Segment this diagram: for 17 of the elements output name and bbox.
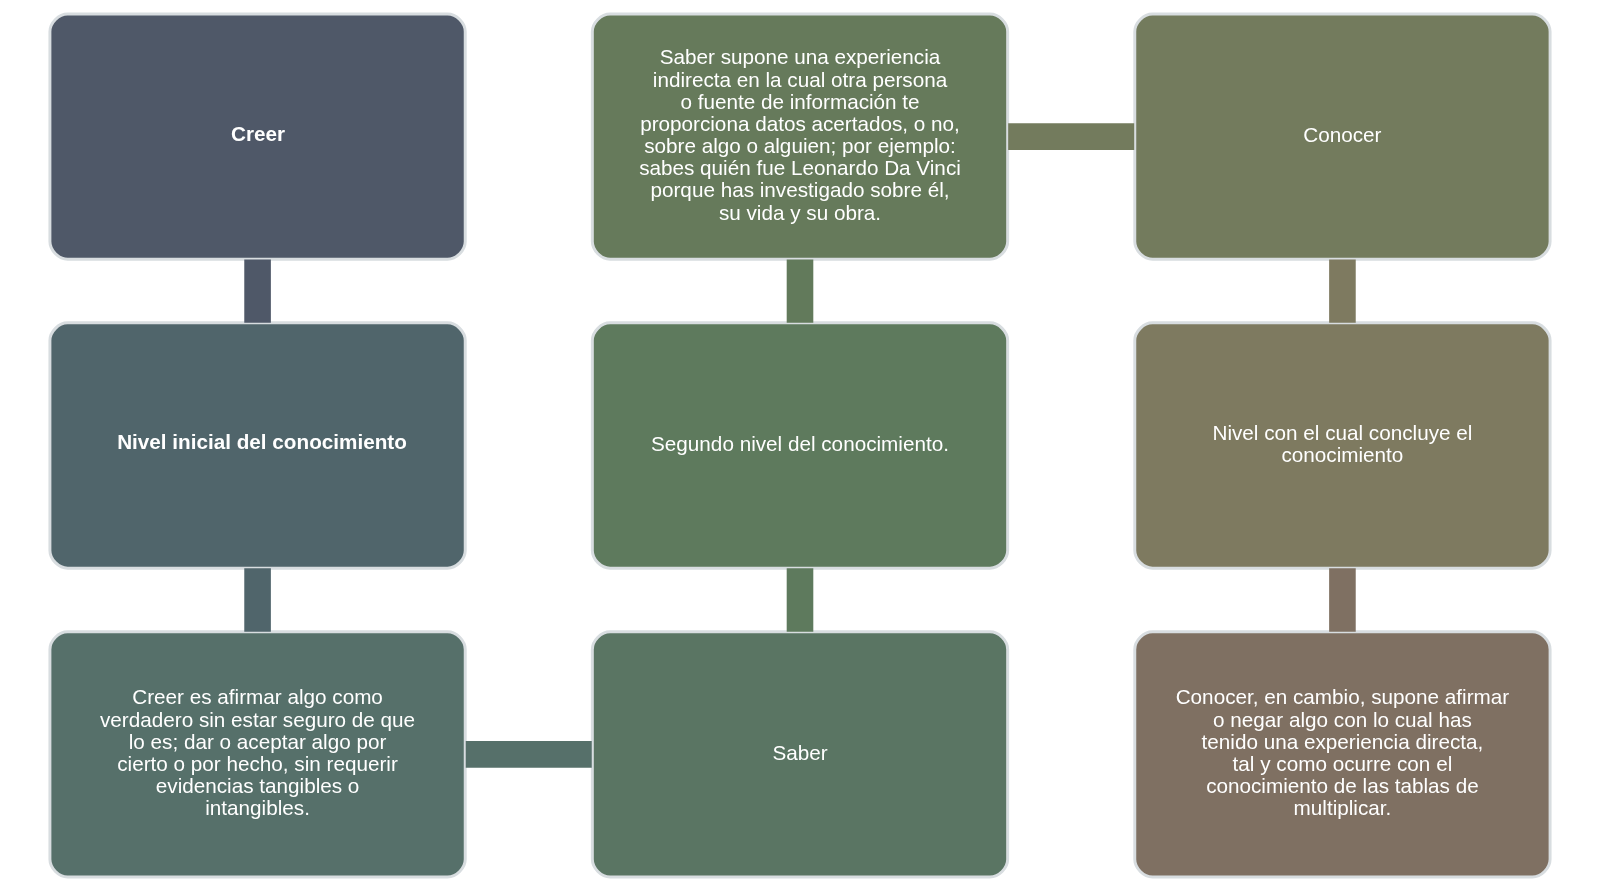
node-box: Saber bbox=[590, 630, 1010, 879]
connector bbox=[1008, 123, 1135, 150]
node-box: Nivel con el cual concluye el conocimiento bbox=[1133, 321, 1552, 570]
node-box: Creer es afirmar algo como verdadero sin estar seguro de que lo es; dar o aceptar algo por cierto o por hecho, sin requerir evidencias tangibles o intangibles. bbox=[48, 630, 467, 879]
connector bbox=[465, 741, 592, 768]
node-box: Creer bbox=[48, 12, 467, 261]
connector bbox=[786, 568, 814, 632]
connector bbox=[244, 259, 271, 323]
connector bbox=[244, 568, 271, 632]
node-box: Conocer, en cambio, supone afirmar o negar algo con lo cual has tenido una experiencia directa, tal y como ocurre con el conocimiento de las tablas de multiplicar. bbox=[1133, 630, 1552, 879]
connector bbox=[1329, 259, 1356, 323]
node-box: Saber supone una experiencia indirecta en la cual otra persona o fuente de información te proporciona datos acertados, o no, sobre algo o alguien; por ejemplo: sabes quién fue Leonardo Da Vinci porque has investigado sobre él, su vida y su obra. bbox=[590, 12, 1010, 261]
connector bbox=[1329, 568, 1356, 632]
connector bbox=[786, 259, 814, 323]
node-box: Conocer bbox=[1133, 12, 1552, 261]
node-box: Segundo nivel del conocimiento. bbox=[590, 321, 1010, 570]
node-box: Nivel inicial del conocimiento bbox=[48, 321, 467, 570]
